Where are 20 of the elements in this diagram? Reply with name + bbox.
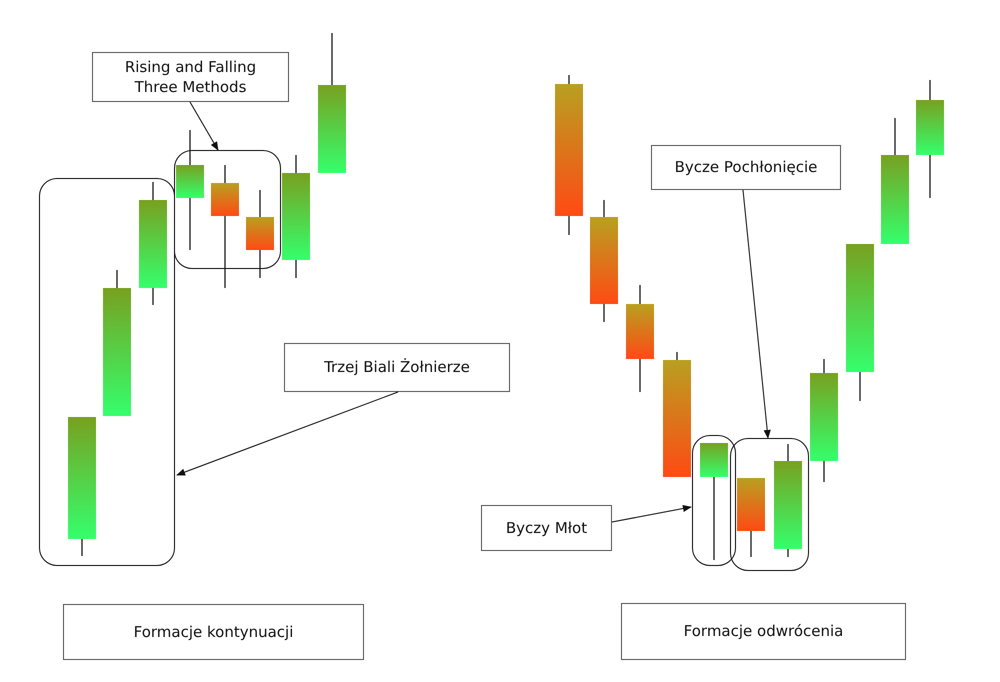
callout-box	[651, 145, 841, 190]
callout-label: Formacje odwrócenia	[684, 621, 844, 642]
highlight-frame	[730, 438, 809, 571]
callout-box	[63, 604, 364, 660]
leader-arrow	[612, 504, 692, 522]
callout-box	[284, 343, 510, 392]
callout-box	[621, 603, 906, 660]
leader-arrow	[190, 102, 218, 151]
callout-label: Bycze Pochłonięcie	[674, 157, 818, 178]
leader-arrow	[742, 190, 771, 439]
highlight-frame	[692, 435, 736, 566]
callout-box	[481, 505, 612, 551]
callout-label: Formacje kontynuacji	[134, 622, 294, 642]
callout-label: Rising and Falling Three Methods	[124, 56, 258, 98]
callout-box	[92, 52, 289, 102]
leader-arrow	[176, 392, 398, 476]
callout-label: Trzej Biali Żołnierze	[324, 357, 470, 378]
highlight-frame	[174, 150, 281, 269]
highlight-frame	[39, 178, 175, 566]
callout-label: Byczy Młot	[506, 518, 588, 538]
